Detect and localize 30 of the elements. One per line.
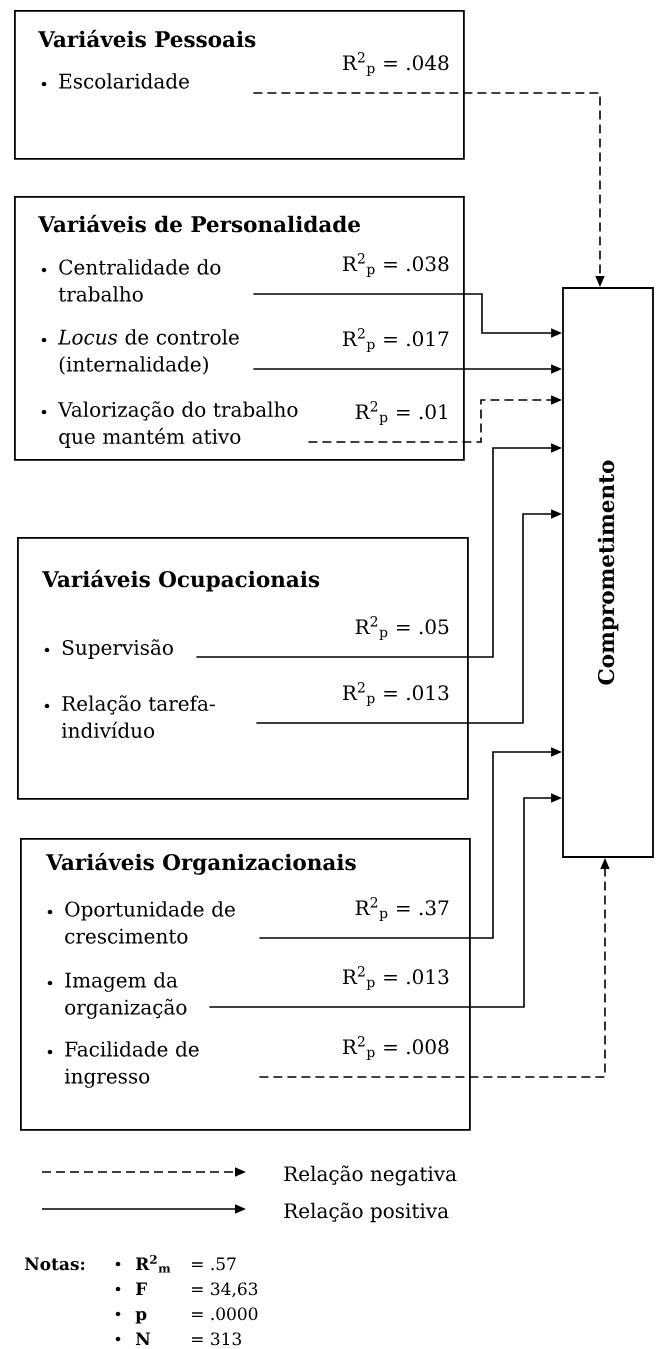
- list-item: Valorização do trabalho que mantém ativo: [41, 401, 298, 448]
- edge-label: R$^{2}$$_{p}$ = .01: [355, 401, 447, 426]
- target-box: Comprometimento: [562, 287, 654, 858]
- list-item: Oportunidade de crescimento: [47, 901, 235, 944]
- list-item: Supervisão: [44, 639, 173, 659]
- note-symbol: R$^{2}$m: [136, 1254, 171, 1273]
- list-item: Locus de controle (internalidade): [41, 329, 239, 375]
- note-value: = 313: [192, 1332, 241, 1346]
- list-item: Escolaridade: [41, 73, 189, 89]
- edge-label: R$^{2}$$_{p}$ = .05: [355, 616, 449, 641]
- edge-label: R$^{2}$$_{p}$ = .013: [342, 966, 449, 991]
- note-symbol: N: [135, 1332, 151, 1345]
- note-value: = .57: [192, 1257, 236, 1271]
- list-item: Centralidade do trabalho: [41, 259, 221, 302]
- edge-label: R$^{2}$$_{p}$ = .038: [342, 253, 449, 278]
- edge-label: R$^{2}$$_{p}$ = .048: [342, 52, 449, 77]
- note-value: = .0000: [192, 1307, 258, 1321]
- legend-text: Relação positiva: [284, 1202, 449, 1223]
- list-item: Relação tarefa-indivíduo: [44, 695, 215, 739]
- list-item: Facilidade de ingresso: [47, 1041, 199, 1088]
- edge-label: R$^{2}$$_{p}$ = .017: [342, 328, 449, 353]
- note-symbol: p: [135, 1310, 147, 1324]
- note-value: = 34,63: [192, 1282, 258, 1298]
- notes-heading: Notas:: [24, 1257, 85, 1271]
- note-symbol: F: [136, 1282, 148, 1295]
- legend-text: Relação negativa: [284, 1165, 457, 1186]
- edge-label: R$^{2}$$_{p}$ = .013: [342, 682, 449, 707]
- edge-label: R$^{2}$$_{p}$ = .37: [355, 897, 449, 922]
- edge-label: R$^{2}$$_{p}$ = .008: [342, 1036, 449, 1061]
- list-item: Imagem da organização: [47, 972, 187, 1019]
